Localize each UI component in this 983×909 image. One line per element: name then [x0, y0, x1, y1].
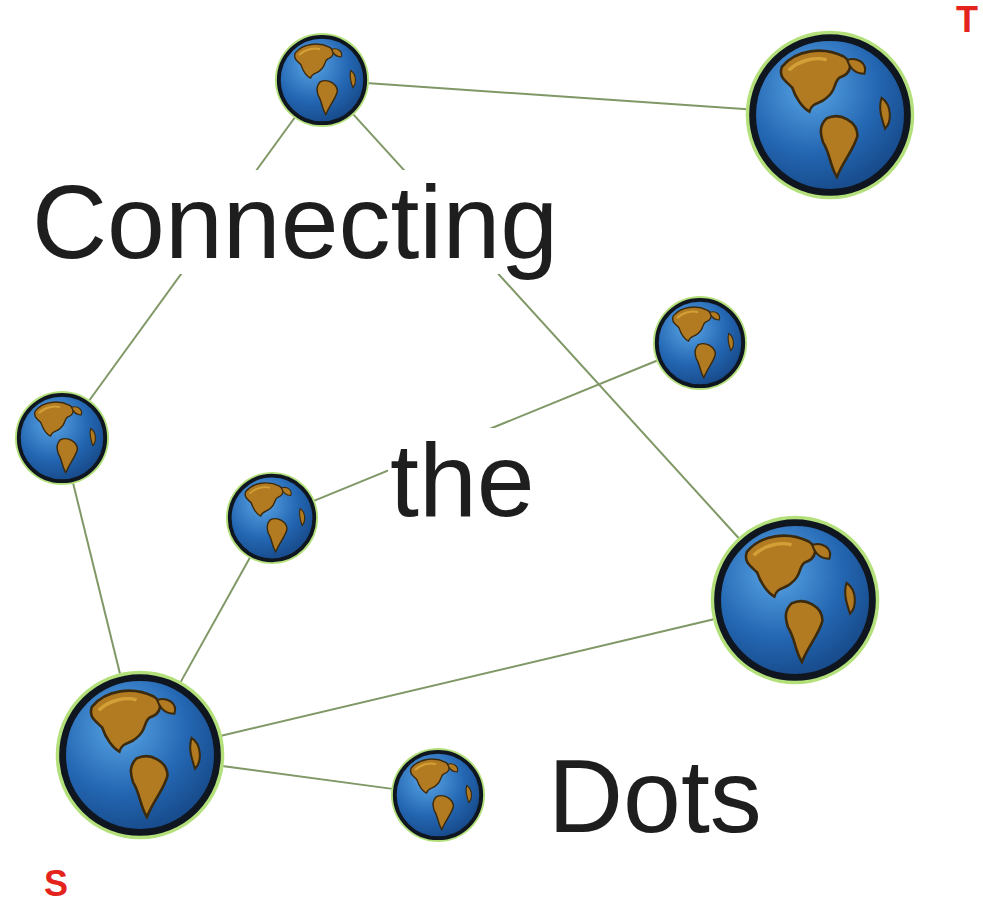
- title-word: the: [388, 428, 537, 532]
- title-word: Connecting: [30, 170, 560, 274]
- globe-icon: [744, 29, 916, 201]
- globe-node: [14, 390, 110, 486]
- title-word: Dots: [546, 744, 764, 848]
- globe-icon: [274, 32, 370, 128]
- node-letter: S: [44, 866, 68, 902]
- globe-node: T: [744, 29, 916, 201]
- globe-icon: [225, 471, 319, 565]
- globe-node: [225, 471, 319, 565]
- connector-line: [73, 481, 122, 678]
- connector-line: [178, 556, 250, 686]
- connector-line: [366, 83, 751, 110]
- globe-icon: [652, 295, 748, 391]
- globe-node: [390, 747, 486, 843]
- globe-icon: [14, 390, 110, 486]
- globe-icon: [54, 669, 226, 841]
- globe-icon: [709, 514, 881, 686]
- globe-node: [652, 295, 748, 391]
- node-letter: T: [956, 2, 978, 38]
- globe-node: [709, 514, 881, 686]
- globe-node: [274, 32, 370, 128]
- globe-node: S: [54, 669, 226, 841]
- globe-icon: [390, 747, 486, 843]
- connector-line: [217, 618, 718, 737]
- connector-line: [218, 766, 394, 790]
